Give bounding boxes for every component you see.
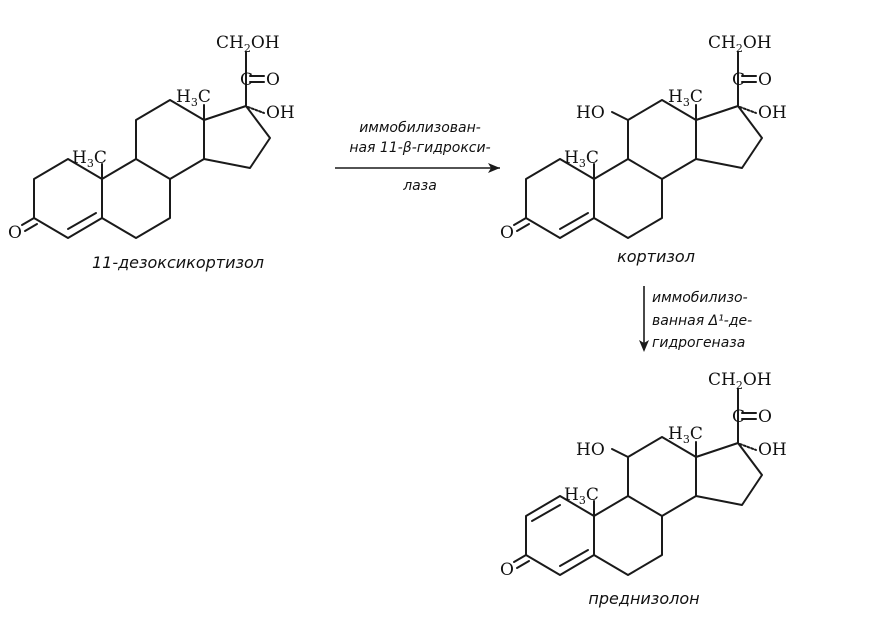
oh17-label: OH bbox=[758, 440, 787, 460]
carbonyl-o-label: O bbox=[758, 407, 772, 427]
arrowhead-2 bbox=[639, 340, 649, 352]
carbonyl-o-label: O bbox=[758, 70, 772, 90]
oh17-label: OH bbox=[758, 103, 787, 123]
enzyme-2-line-2: ванная Δ¹-де- bbox=[652, 313, 752, 329]
methyl10-label: H3C bbox=[564, 148, 599, 170]
ketone-o-label: O bbox=[500, 560, 514, 580]
methyl13-label: H3C bbox=[668, 424, 703, 446]
ho11-label: HO bbox=[576, 440, 605, 460]
carbonyl-c-label: C bbox=[732, 70, 745, 90]
ketone-o-label: O bbox=[8, 223, 22, 243]
methyl10-label: H3C bbox=[564, 485, 599, 507]
caption-cortisol: кортизол bbox=[617, 247, 695, 266]
ho11-label: HO bbox=[576, 103, 605, 123]
enzyme-1-line-3: лаза bbox=[402, 178, 437, 194]
ketone-o-label: O bbox=[500, 223, 514, 243]
carbonyl-c-label: C bbox=[240, 70, 253, 90]
oh17-label: OH bbox=[266, 103, 295, 123]
enzyme-2-line-1: иммобилизо- bbox=[652, 290, 748, 306]
arrowhead-1 bbox=[488, 163, 500, 173]
methyl13-label: H3C bbox=[176, 87, 211, 109]
ch2oh-label: CH2OH bbox=[708, 370, 772, 392]
ch2oh-label: CH2OH bbox=[708, 33, 772, 55]
enzyme-1-line-1: иммобилизован- bbox=[359, 120, 481, 136]
ch2oh-label: CH2OH bbox=[216, 33, 280, 55]
caption-prednisolone: преднизолон bbox=[588, 589, 699, 608]
enzyme-1-line-2: ная 11-β-гидрокси- bbox=[349, 140, 490, 156]
enzyme-2-line-3: гидрогеназа bbox=[652, 335, 745, 351]
methyl13-label: H3C bbox=[668, 87, 703, 109]
methyl10-label: H3C bbox=[72, 148, 107, 170]
carbonyl-o-label: O bbox=[266, 70, 280, 90]
caption-deoxycortisol: 11-дезоксикортизол bbox=[92, 253, 264, 272]
carbonyl-c-label: C bbox=[732, 407, 745, 427]
